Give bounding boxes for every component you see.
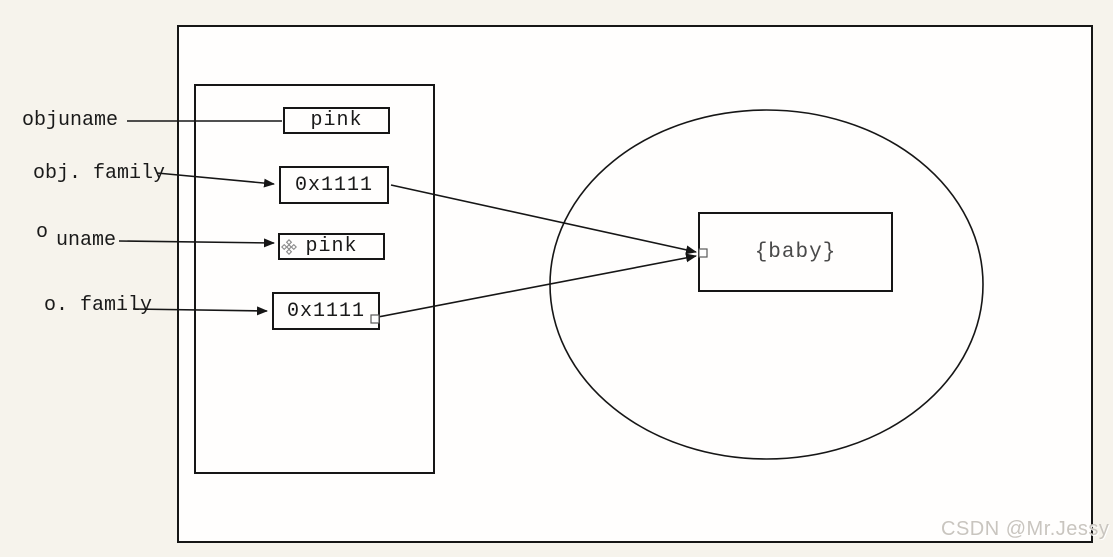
- var-box-obj-uname-value: pink: [310, 109, 363, 132]
- heap-object-box: {baby}: [698, 212, 893, 292]
- var-box-obj-family: 0x1111: [279, 166, 389, 204]
- heap-object-value: {baby}: [754, 240, 837, 264]
- label-obj-family: obj. family: [33, 162, 166, 185]
- move-cursor-icon: [281, 238, 297, 255]
- label-o-prefix: o: [36, 221, 49, 244]
- var-box-o-family: 0x1111: [272, 292, 380, 330]
- var-box-obj-uname: pink: [283, 107, 390, 134]
- var-box-o-family-value: 0x1111: [286, 299, 365, 323]
- var-box-obj-family-value: 0x1111: [294, 173, 373, 197]
- var-box-o-uname-value: pink: [305, 235, 358, 258]
- var-box-o-uname: pink: [278, 233, 385, 260]
- label-obj-uname: objuname: [22, 109, 119, 132]
- label-o-uname-text: uname: [56, 229, 117, 252]
- watermark: CSDN @Mr.Jessy: [941, 518, 1110, 540]
- label-o-family: o. family: [44, 294, 153, 317]
- stack-frame: [194, 84, 435, 474]
